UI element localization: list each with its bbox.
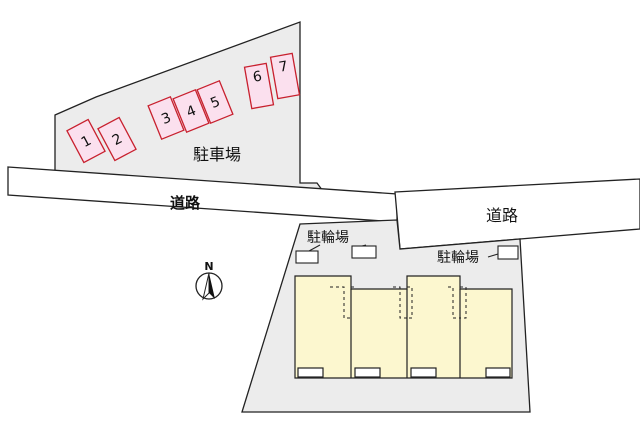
compass-letter: N [204, 260, 213, 273]
road-label-right: 道路 [486, 206, 518, 225]
parking-space-5: 5 [196, 79, 234, 125]
parking-space-7: 7 [269, 52, 301, 100]
parking-space-6: 6 [243, 62, 275, 110]
apartment-building [294, 275, 513, 379]
parking-space-number: 6 [252, 68, 264, 85]
parking-spaces: 1 2 3 4 5 6 7 [66, 52, 301, 164]
bike-stand [497, 245, 519, 260]
parking-space-1: 1 [66, 118, 106, 164]
parking-space-number: 7 [278, 58, 290, 75]
parking-label: 駐車場 [193, 145, 241, 164]
bike-stand [295, 250, 319, 264]
bicycle-parking-stands [295, 244, 519, 264]
bicycle-parking-label-left: 駐輪場 [307, 229, 349, 246]
bike-stand [351, 245, 377, 259]
building-outline [294, 275, 513, 379]
parking-space-2: 2 [97, 116, 137, 162]
road-label-left: 道路 [170, 194, 201, 212]
parking-space-3: 3 [147, 95, 185, 141]
north-arrow-icon: N [195, 260, 223, 301]
bicycle-parking-label-right: 駐輪場 [437, 249, 479, 266]
parking-space-4: 4 [172, 88, 210, 134]
